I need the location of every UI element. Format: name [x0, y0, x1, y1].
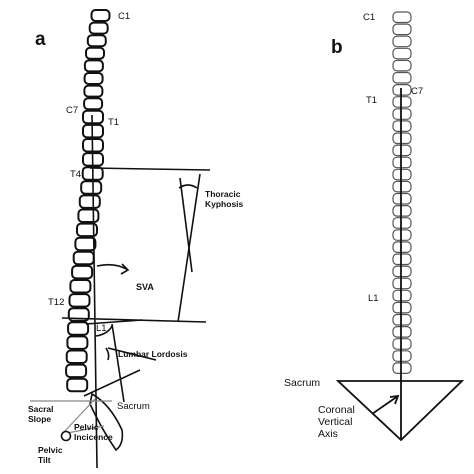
vertebra [68, 293, 91, 308]
vertebra [392, 205, 412, 217]
panel-b-vertebral-column [392, 11, 412, 374]
vertebra [392, 338, 412, 350]
vertebra [392, 350, 412, 362]
vertebra [392, 168, 412, 181]
label-sacral-slope: Sacral Slope [28, 404, 54, 424]
panel-b-label: b [331, 37, 343, 58]
vertebra [80, 180, 103, 195]
panel-a-measurement-lines [61, 114, 211, 469]
vertebra [65, 349, 88, 364]
vertebra [392, 253, 412, 266]
pelvic-tilt-line [61, 397, 97, 435]
vertebra [76, 222, 98, 238]
vertebra [88, 21, 109, 35]
vertebra [72, 250, 95, 266]
panel-a-label: a [35, 29, 46, 50]
vertebra [392, 229, 412, 241]
sacrum-outline [89, 392, 124, 452]
vertebra [392, 289, 412, 302]
vertebra [392, 277, 412, 290]
vertebra [86, 34, 107, 48]
label-sacrum-b: Sacrum [284, 377, 321, 389]
vertebra [71, 264, 94, 280]
vertebra [392, 156, 412, 169]
cva-arrow [371, 394, 400, 415]
vertebra [392, 192, 412, 205]
vertebra [74, 236, 97, 252]
vertebra [66, 377, 89, 393]
vertebra [77, 208, 100, 223]
vertebra [392, 11, 412, 24]
t4-endplate-line [89, 167, 211, 171]
vertebra [90, 9, 111, 22]
vertebra [392, 59, 412, 72]
plumb-line [91, 114, 98, 469]
vertebra [392, 313, 412, 326]
vertebra [392, 96, 412, 108]
lordosis-ref-line [111, 323, 125, 403]
label-lumbar-lordosis: Lumbar Lordosis [118, 349, 188, 359]
sacrum-triangle [335, 380, 465, 442]
kyphosis-arc [178, 184, 198, 189]
femoral-head [60, 430, 72, 442]
lumbar-arc [95, 325, 113, 337]
level-c7-b: C7 [411, 86, 424, 97]
level-l1-b: L1 [368, 293, 379, 304]
vertebra [67, 321, 90, 336]
level-t1-b: T1 [366, 95, 378, 106]
panel-b-lines [335, 88, 465, 442]
label-sacrum-a: Sacrum [117, 401, 150, 412]
sva-arrow [96, 263, 130, 275]
vertebra [392, 265, 412, 278]
vertebra [392, 71, 412, 84]
label-thoracic-kyphosis: Thoracic Kyphosis [205, 189, 244, 209]
level-c7: C7 [66, 105, 79, 116]
lordosis-arc [105, 347, 110, 361]
vertebra [82, 109, 104, 125]
vertebra [392, 108, 412, 120]
vertebra [392, 120, 412, 133]
vertebra [392, 217, 412, 229]
label-pelvic-tilt: Pelvic Tilt [38, 445, 63, 465]
vertebra [392, 241, 412, 253]
label-pelvic-incidence: Pelvic Incicence [74, 422, 113, 442]
vertebra [392, 301, 412, 314]
vertebra [78, 194, 101, 209]
vertebra [392, 83, 412, 96]
vertebra [392, 362, 412, 374]
vertebra [83, 59, 104, 73]
kyphosis-line-lower [179, 177, 193, 273]
vertebra [83, 97, 104, 111]
level-t4: T4 [70, 169, 82, 180]
level-c1: C1 [118, 11, 131, 22]
label-sva: SVA [136, 282, 154, 292]
vertebra [392, 47, 412, 60]
level-l1: L1 [96, 323, 107, 334]
level-c1-b: C1 [363, 12, 376, 23]
vertebra [392, 144, 412, 157]
vertebra [65, 363, 88, 379]
vertebra [83, 72, 104, 85]
vertebra [392, 23, 412, 36]
label-coronal-vertical-axis: Coronal Vertical Axis [318, 404, 355, 441]
level-t1: T1 [108, 117, 120, 128]
vertebra [69, 279, 92, 294]
vertebra [83, 84, 104, 98]
l1-endplate-line [85, 319, 143, 325]
vertebra [392, 132, 412, 145]
vertebra [85, 46, 105, 60]
vertebra [392, 326, 412, 338]
vertebra [392, 35, 412, 48]
sacral-line [83, 369, 141, 397]
level-t12: T12 [48, 297, 65, 308]
vertebra [392, 180, 412, 193]
vertebra [66, 335, 89, 350]
